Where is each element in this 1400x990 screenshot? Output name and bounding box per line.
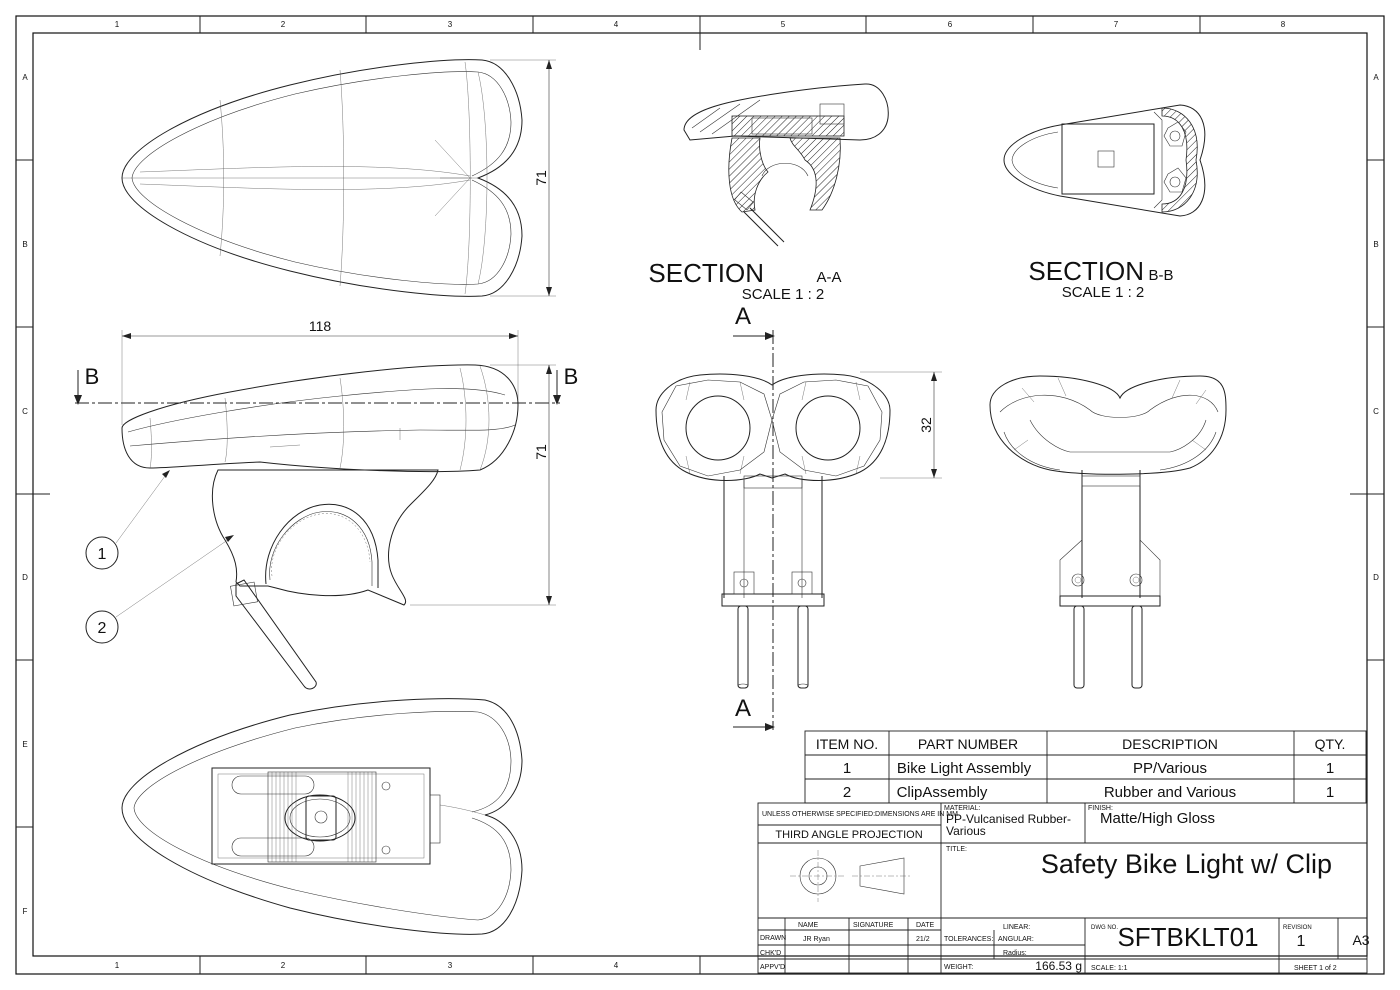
finish-value: Matte/High Gloss [1100, 810, 1215, 827]
section-a-title: SECTION [648, 258, 764, 288]
zone-row-label: F [23, 907, 28, 916]
sheet-number: SHEET 1 of 2 [1294, 965, 1337, 972]
sheet-border [15, 15, 1385, 975]
section-mark-a-top: A [735, 303, 751, 330]
zone-row-label: A [1373, 73, 1379, 82]
bom-cell: Bike Light Assembly [897, 760, 1032, 777]
approved-label: APPV'D [760, 964, 785, 971]
checked-label: CHK'D [760, 950, 781, 957]
section-a-a-view [683, 83, 889, 247]
bom-cell: 2 [843, 784, 851, 801]
projection-label: THIRD ANGLE PROJECTION [775, 829, 922, 841]
signature-header: SIGNATURE [853, 922, 894, 929]
zone-col-label: 6 [948, 20, 953, 29]
zone-col-label: 4 [614, 961, 619, 970]
linear-label: LINEAR: [1003, 924, 1030, 931]
sheet-size: A3 [1352, 932, 1369, 948]
rear-view [989, 375, 1227, 689]
zone-row-label: D [1373, 573, 1379, 582]
drawn-date: 21/2 [916, 936, 930, 943]
tolerances-label: TOLERANCES: [944, 936, 993, 943]
title-block [757, 802, 1368, 974]
drawn-label: DRAWN [760, 935, 786, 942]
zone-row-label: B [22, 240, 27, 249]
finish-label: FINISH: [1088, 805, 1113, 812]
side-view [74, 330, 561, 690]
dimension-top-height: 71 [533, 170, 549, 186]
name-header: NAME [798, 922, 819, 929]
section-mark-b-left: B [85, 364, 100, 389]
section-mark-a-bottom: A [735, 695, 751, 722]
section-a-scale: SCALE 1 : 2 [742, 286, 825, 303]
zone-col-label: 3 [448, 20, 453, 29]
section-b-b-view [1003, 104, 1206, 217]
angular-label: ANGULAR: [998, 936, 1034, 943]
revision-label: REVISION [1283, 925, 1312, 931]
material-line2: Various [946, 824, 986, 838]
bom-cell: 1 [843, 760, 851, 777]
bom-cell: Rubber and Various [1104, 784, 1236, 801]
title-label: TITLE: [946, 846, 967, 853]
weight-label: WEIGHT: [944, 964, 973, 971]
dimension-side-length: 118 [309, 318, 332, 334]
dimension-front-height: 32 [918, 417, 934, 433]
zone-col-label: 8 [1281, 20, 1286, 29]
date-header: DATE [916, 922, 934, 929]
bottom-view [121, 698, 523, 935]
dwg-no-value: SFTBKLT01 [1117, 922, 1258, 952]
dwg-no-label: DWG NO. [1091, 925, 1118, 931]
section-b-scale: SCALE 1 : 2 [1062, 284, 1145, 301]
radius-label: Radius: [1003, 950, 1027, 957]
zone-col-label: 5 [781, 20, 786, 29]
zone-col-label: 1 [115, 20, 120, 29]
zone-row-label: B [1373, 240, 1378, 249]
section-b-id: B-B [1148, 267, 1173, 284]
bom-cell: 1 [1326, 760, 1334, 777]
bom-cell: ClipAssembly [897, 784, 988, 801]
weight-value: 166.53 g [1035, 959, 1082, 973]
zone-col-label: 7 [1114, 20, 1119, 29]
zone-col-label: 2 [281, 20, 286, 29]
zone-col-label: 1 [115, 961, 120, 970]
zone-row-label: E [22, 740, 27, 749]
top-view [121, 59, 556, 297]
zone-col-label: 2 [281, 961, 286, 970]
front-view [655, 330, 942, 731]
zone-col-label: 4 [614, 20, 619, 29]
drawing-title: Safety Bike Light w/ Clip [1041, 849, 1332, 879]
bom-header-item: ITEM NO. [816, 736, 878, 752]
zone-row-label: A [22, 73, 28, 82]
drawn-name: JR Ryan [803, 936, 830, 943]
material-line1: PP-Vulcanised Rubber- [946, 812, 1071, 826]
section-mark-b-right: B [564, 364, 579, 389]
bom-cell: 1 [1326, 784, 1334, 801]
zone-row-label: D [22, 573, 28, 582]
title-block-text: UNLESS OTHERWISE SPECIFIED:DIMENSIONS AR… [760, 805, 1370, 973]
balloon-label: 1 [98, 546, 107, 563]
section-b-title: SECTION [1028, 256, 1144, 286]
dimension-side-height: 71 [533, 444, 549, 460]
revision-value: 1 [1297, 933, 1306, 950]
zone-row-label: C [1373, 407, 1379, 416]
bom-cell: PP/Various [1133, 760, 1207, 777]
bom-header-description: DESCRIPTION [1122, 736, 1218, 752]
bom-header-qty: QTY. [1315, 736, 1346, 752]
section-a-id: A-A [816, 269, 841, 286]
scale-label: SCALE: 1:1 [1091, 965, 1128, 972]
balloon-label: 2 [98, 620, 107, 637]
bom-table [804, 730, 1367, 804]
bom-header-part: PART NUMBER [918, 736, 1018, 752]
zone-col-label: 3 [448, 961, 453, 970]
units-note: UNLESS OTHERWISE SPECIFIED:DIMENSIONS AR… [762, 811, 958, 818]
zone-row-label: C [22, 407, 28, 416]
material-label: MATERIAL: [944, 805, 980, 812]
